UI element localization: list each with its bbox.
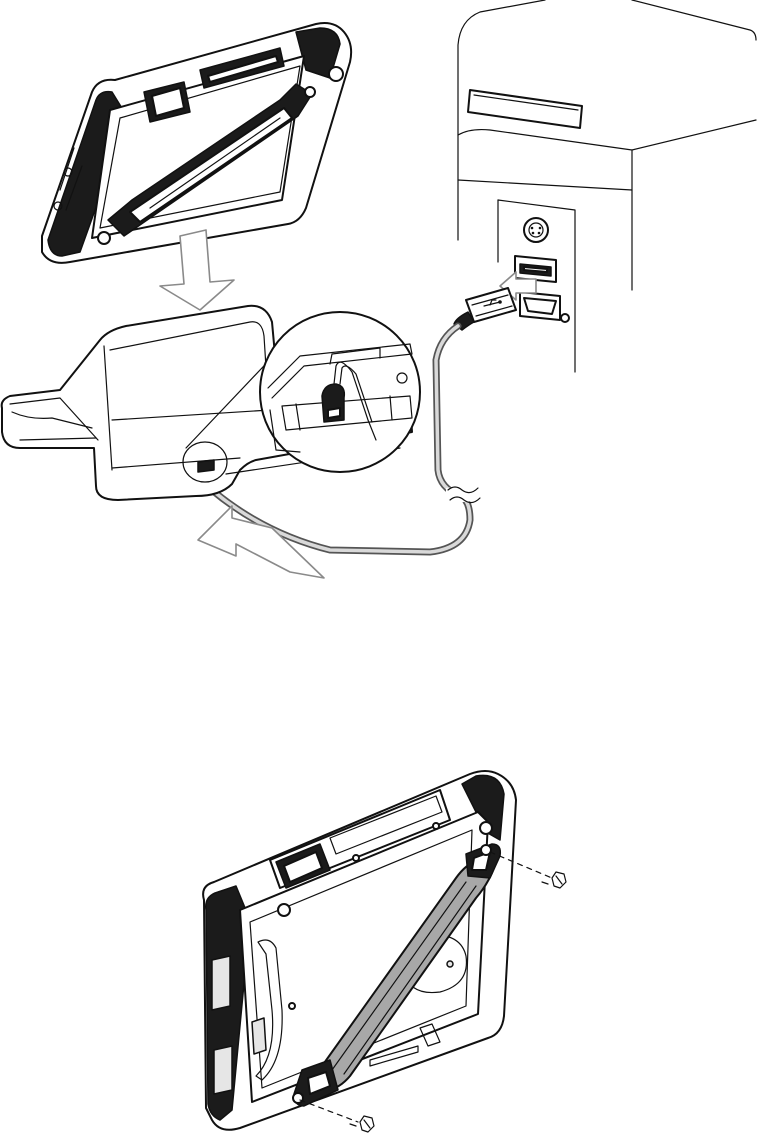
ps2-port-icon bbox=[524, 218, 548, 242]
serial-port bbox=[520, 292, 569, 322]
drive-bay-slot bbox=[468, 90, 582, 128]
docking-cradle-diagram bbox=[0, 0, 764, 590]
screw-icon bbox=[350, 1116, 374, 1132]
hand-strap-diagram bbox=[0, 760, 764, 1135]
tablet-back-with-strap bbox=[203, 771, 516, 1130]
usb-port bbox=[515, 256, 556, 282]
screw-icon bbox=[542, 872, 566, 888]
usb-plug bbox=[454, 272, 536, 330]
tablet-rugged bbox=[42, 23, 351, 263]
pc-tower bbox=[458, 0, 756, 372]
